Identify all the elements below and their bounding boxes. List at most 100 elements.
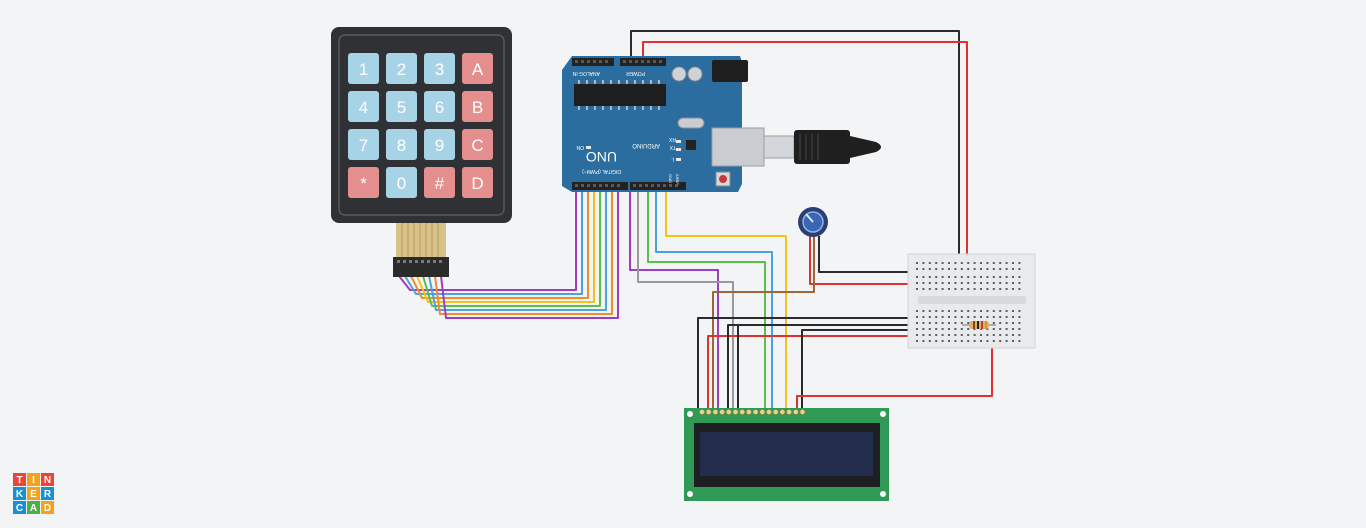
rx-label: RX [668,136,676,142]
arduino-brand: ARDUINO [632,142,660,148]
wire-bb-black-1[interactable] [697,317,960,408]
logo-tile: N [41,473,54,486]
wire-keypad-6[interactable] [428,190,607,311]
keypad-key-1[interactable]: 1 [348,53,379,84]
keypad-key-cap [424,91,455,122]
logo-letter: K [16,489,24,500]
arduino-uno[interactable]: UNO ARDUINO POWER ANALOG IN DIGITAL (PWM… [562,56,765,192]
keypad-key-label: 3 [435,60,444,79]
wire-keypad-4[interactable] [416,190,595,303]
keypad-key-B[interactable]: B [462,91,493,122]
keypad-key-cap [462,91,493,122]
gnd-label: GND [668,174,673,183]
wire-pot-brown[interactable] [712,236,815,408]
keypad-key-label: 0 [397,174,406,193]
usb-grip-lines [799,134,819,160]
aref-label: AREF [675,174,680,185]
led-indicators [586,140,681,161]
keypad-key-cap [462,167,493,198]
keypad-key-label: C [471,136,483,155]
logo-tile: E [27,487,40,500]
wire-lcd-blue[interactable] [655,190,773,408]
wire-keypad-5[interactable] [422,190,601,307]
keypad-key-label: 9 [435,136,444,155]
capacitor-1 [671,66,687,82]
wire-keypad-8[interactable] [440,190,619,319]
keypad-key-cap [386,91,417,122]
keypad-ribbon [396,223,446,257]
keypad-connector-pins [397,260,442,263]
wire-lcd-yellow[interactable] [665,190,787,408]
tx-label: TX [669,144,676,150]
usb-plug-body [794,130,850,164]
keypad-key-6[interactable]: 6 [424,91,455,122]
keypad-key-cap [348,129,379,160]
wire-pot-red[interactable] [809,236,952,285]
keypad-key-cap [424,129,455,160]
keypad-key-cap [462,129,493,160]
keypad-key-label: D [471,174,483,193]
wire-bb-red-1[interactable] [707,335,960,408]
usb-cable-end [850,136,881,158]
usb-plug-metal [763,135,795,159]
wire-keypad-3[interactable] [410,190,589,299]
atmega-chip [574,84,666,106]
logo-letter: I [32,475,35,486]
on-label: ON [576,144,584,150]
keypad-key-cap [348,53,379,84]
keypad-key-A[interactable]: A [462,53,493,84]
logo-letter: A [30,503,37,514]
wire-bb-red-2[interactable] [796,336,993,408]
keypad-key-label: 6 [435,98,444,117]
keypad-key-label: 8 [397,136,406,155]
keypad-key-0[interactable]: 0 [386,167,417,198]
lcd-pins [699,409,806,415]
usb-cable[interactable] [763,130,881,164]
wire-keypad-1[interactable] [398,190,577,291]
wire-keypad-7[interactable] [434,190,613,315]
wire-bb-black-3[interactable] [801,329,940,408]
potentiometer[interactable] [798,207,828,237]
keypad-key-#[interactable]: # [424,167,455,198]
keypad-key-2[interactable]: 2 [386,53,417,84]
wire-pot-black[interactable] [818,236,920,273]
logo-letter: R [44,489,52,500]
keypad-key-7[interactable]: 7 [348,129,379,160]
logo-tile: K [13,487,26,500]
usb-port [711,127,765,167]
keypad-key-cap [348,167,379,198]
keypad-key-*[interactable]: * [348,167,379,198]
keypad-key-label: * [360,174,367,193]
breadboard-channel [918,296,1026,304]
wire-lcd-grey[interactable] [637,190,734,408]
resistor[interactable] [962,321,996,329]
keypad-key-label: A [472,60,484,79]
keypad-key-D[interactable]: D [462,167,493,198]
keypad-border [338,34,505,216]
lcd-mount-holes [687,411,886,497]
keypad-key-3[interactable]: 3 [424,53,455,84]
keypad-key-9[interactable]: 9 [424,129,455,160]
keypad-key-label: 1 [359,60,368,79]
keypad-key-4[interactable]: 4 [348,91,379,122]
keypad-key-cap [348,91,379,122]
wire-lcd-purple[interactable] [629,190,719,408]
keypad-key-cap [386,129,417,160]
keypad-key-C[interactable]: C [462,129,493,160]
keypad-key-8[interactable]: 8 [386,129,417,160]
capacitor-2 [687,66,703,82]
keypad-key-5[interactable]: 5 [386,91,417,122]
digital-label: DIGITAL (PWM~) [582,168,621,174]
crystal [677,117,705,129]
breadboard[interactable] [907,253,1036,349]
logo-tile: I [27,473,40,486]
lcd-screen [700,432,873,476]
wire-bb-black-4[interactable] [737,324,925,408]
lcd-16x2[interactable] [684,408,889,501]
chip-pins [578,80,660,110]
wire-keypad-2[interactable] [404,190,583,295]
